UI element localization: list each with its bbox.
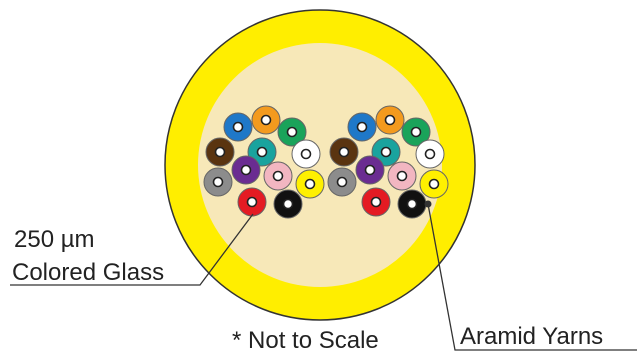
right-bundle-fiber-core — [336, 176, 348, 188]
right-bundle-fiber-core — [406, 198, 418, 210]
left-bundle-fiber-core — [214, 146, 226, 158]
left-bundle-fiber-core — [212, 176, 224, 188]
left-bundle-fiber-core — [272, 170, 284, 182]
right-bundle-fiber-core — [338, 146, 350, 158]
fiber-size-label: 250 µm — [14, 226, 95, 253]
left-bundle-fiber-core — [282, 198, 294, 210]
right-bundle-fiber-core — [384, 114, 396, 126]
right-bundle-fiber-core — [424, 148, 436, 160]
leader-line-aramid-yarns — [427, 203, 637, 351]
left-bundle-fiber-core — [260, 114, 272, 126]
fiber-type-label: Colored Glass — [12, 259, 164, 286]
left-bundle-fiber-core — [232, 121, 244, 133]
right-bundle-fiber-core — [356, 121, 368, 133]
right-bundle-fiber-core — [410, 126, 422, 138]
right-bundle-fiber-core — [380, 146, 392, 158]
aramid-yarn-marker — [424, 200, 432, 208]
left-bundle-fiber-core — [304, 178, 316, 190]
scale-note: * Not to Scale — [232, 327, 379, 354]
right-bundle-fiber-core — [428, 178, 440, 190]
left-bundle-fiber-core — [256, 146, 268, 158]
cable-core — [198, 43, 442, 287]
left-bundle-fiber-core — [246, 196, 258, 208]
leader-line-colored-glass — [10, 213, 254, 286]
right-bundle-fiber-core — [370, 196, 382, 208]
right-bundle-fiber-core — [396, 170, 408, 182]
right-bundle-fiber-core — [364, 164, 376, 176]
fiber-bundles — [203, 105, 449, 219]
left-bundle-fiber-core — [300, 148, 312, 160]
left-bundle-fiber-core — [240, 164, 252, 176]
left-bundle-fiber-core — [286, 126, 298, 138]
aramid-yarns-label: Aramid Yarns — [460, 323, 603, 350]
